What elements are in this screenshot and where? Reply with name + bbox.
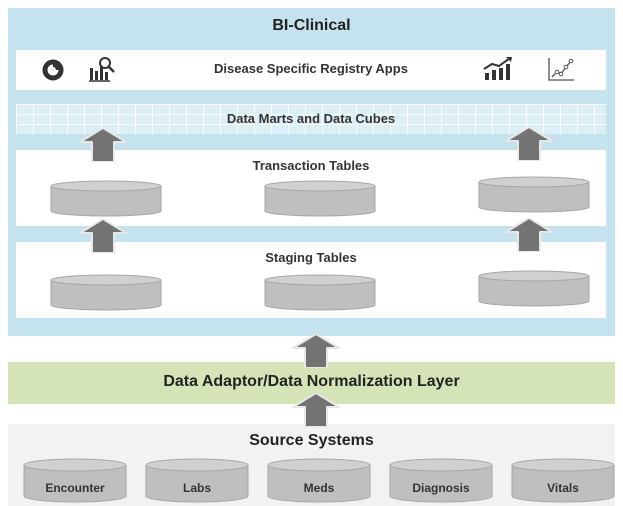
up-arrow-icon: [79, 219, 127, 253]
line-chart-icon: [548, 58, 574, 81]
source-system-label: Labs: [183, 481, 211, 495]
source-system-label: Encounter: [45, 481, 105, 495]
source-system-label: Meds: [304, 481, 335, 495]
source-system-cylinder: Encounter: [23, 458, 127, 503]
staging-table-cylinder: [50, 274, 162, 311]
source-system-cylinder: Vitals: [511, 458, 615, 503]
up-arrow-icon: [292, 393, 340, 427]
staging-tables-label: Staging Tables: [265, 250, 357, 265]
transaction-tables-band: Transaction Tables: [16, 150, 606, 226]
data-marts-label: Data Marts and Data Cubes: [226, 111, 396, 126]
registry-apps-label: Disease Specific Registry Apps: [214, 61, 408, 76]
source-system-cylinder: Labs: [145, 458, 249, 503]
donut-chart-icon: [42, 59, 64, 81]
source-system-cylinder: Diagnosis: [389, 458, 493, 503]
up-arrow-icon: [505, 218, 553, 252]
staging-table-cylinder: [478, 270, 590, 307]
bar-chart-search-icon: [89, 57, 115, 82]
staging-table-cylinder: [264, 274, 376, 311]
registry-apps-band: Disease Specific Registry Apps: [16, 50, 606, 90]
transaction-table-cylinder: [264, 180, 376, 217]
data-marts-band: Data Marts and Data Cubes: [16, 104, 606, 134]
transaction-table-cylinder: [478, 176, 590, 213]
bi-clinical-title: BI-Clinical: [272, 17, 351, 34]
transaction-tables-label: Transaction Tables: [252, 158, 370, 173]
source-system-cylinder: Meds: [267, 458, 371, 503]
staging-tables-band: Staging Tables: [16, 242, 606, 318]
transaction-table-cylinder: [50, 180, 162, 217]
source-system-label: Diagnosis: [412, 481, 470, 495]
up-arrow-icon: [79, 128, 127, 162]
trending-bars-icon: [483, 57, 512, 80]
up-arrow-icon: [292, 334, 340, 368]
source-systems-label: Source Systems: [249, 432, 374, 449]
up-arrow-icon: [505, 127, 553, 161]
source-system-label: Vitals: [547, 481, 579, 495]
source-systems-panel: Source Systems Encounter Labs Meds Diagn…: [8, 424, 615, 506]
data-adaptor-label: Data Adaptor/Data Normalization Layer: [163, 373, 460, 390]
